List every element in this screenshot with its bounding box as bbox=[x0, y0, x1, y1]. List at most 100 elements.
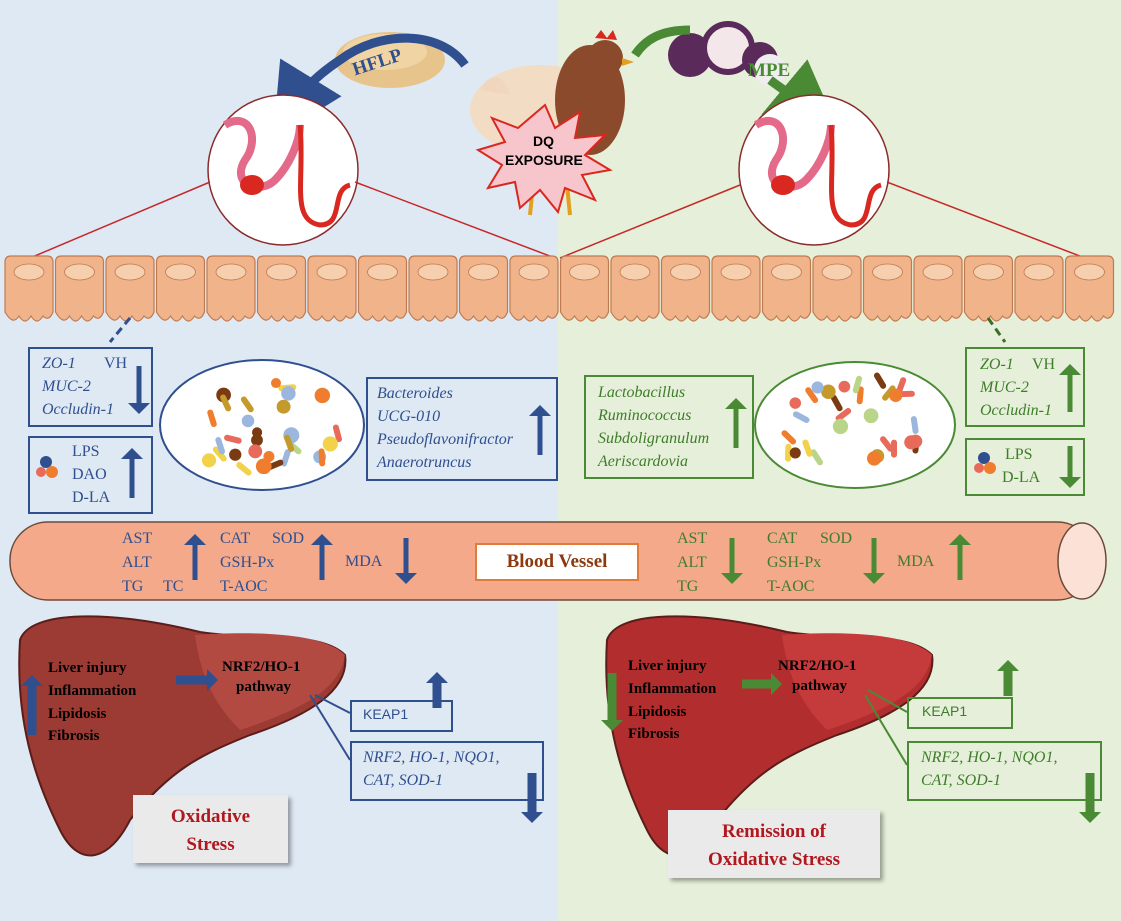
microbe-cell bbox=[252, 427, 263, 438]
microbe-cell bbox=[281, 386, 296, 401]
left-bacteria-3: Anaerotruncus bbox=[377, 454, 472, 471]
left-genes-2: CAT, SOD-1 bbox=[363, 772, 443, 789]
right-barrier-up-arrow bbox=[1059, 364, 1081, 412]
mpe-label: MPE bbox=[748, 60, 791, 81]
left-effect-3: Fibrosis bbox=[48, 728, 100, 744]
microbe-rod bbox=[830, 394, 843, 412]
right-mda: MDA bbox=[897, 553, 935, 570]
left-sod: SOD bbox=[272, 530, 305, 547]
microbe-cell bbox=[908, 434, 923, 448]
left-bacteria-2: Pseudoflavonifractor bbox=[377, 431, 513, 448]
epithelial-cell bbox=[913, 255, 963, 322]
left-keap1-box bbox=[350, 700, 453, 732]
microbe-rod bbox=[280, 449, 291, 467]
left-pathway-2: pathway bbox=[236, 679, 292, 695]
left-muc2: MUC-2 bbox=[42, 378, 91, 395]
epithelial-cell bbox=[812, 255, 862, 322]
right-pathway-1: NRF2/HO-1 bbox=[778, 658, 857, 674]
blood-vessel-label: Blood Vessel bbox=[475, 543, 639, 581]
right-effect-2: Lipidosis bbox=[628, 704, 687, 720]
right-keap1: KEAP1 bbox=[922, 703, 968, 719]
left-mda: MDA bbox=[345, 553, 383, 570]
left-dla: D-LA bbox=[72, 489, 111, 506]
left-bacteria-box bbox=[366, 377, 558, 481]
right-muc2: MUC-2 bbox=[980, 379, 1029, 396]
epithelial-cell bbox=[307, 255, 357, 322]
right-genes-1: NRF2, HO-1, NQO1, bbox=[921, 749, 1058, 766]
right-genes-2: CAT, SOD-1 bbox=[921, 772, 1001, 789]
microbe-rod bbox=[810, 449, 824, 466]
microbe-rod bbox=[224, 434, 242, 444]
right-effect-3: Fibrosis bbox=[628, 726, 680, 742]
microbe-rod bbox=[802, 439, 813, 457]
left-genes-box bbox=[350, 741, 544, 801]
right-effect-1: Inflammation bbox=[628, 681, 717, 697]
right-bacteria-box bbox=[584, 375, 754, 479]
epithelial-cell-layer bbox=[4, 255, 1115, 322]
microbe-rod bbox=[835, 408, 852, 422]
right-bacteria-icon bbox=[974, 452, 996, 474]
epithelial-cell bbox=[105, 255, 155, 322]
left-barrier-box bbox=[28, 347, 153, 427]
right-bacteria-0: Lactobacillus bbox=[598, 384, 686, 401]
right-pathway-2: pathway bbox=[792, 678, 848, 694]
microbe-rod bbox=[880, 436, 894, 452]
left-alt: ALT bbox=[122, 554, 152, 571]
microbe-rod bbox=[240, 396, 254, 413]
microbe-rod bbox=[332, 424, 342, 443]
right-taoc: T-AOC bbox=[767, 578, 815, 595]
left-cat: CAT bbox=[220, 530, 251, 547]
epithelial-cell bbox=[155, 255, 206, 322]
right-keap1-box bbox=[907, 697, 1013, 729]
microbe-cell bbox=[811, 381, 824, 394]
epithelial-cell bbox=[761, 255, 812, 322]
left-zo1: ZO-1 bbox=[42, 355, 76, 372]
right-genes-box bbox=[907, 741, 1102, 801]
microbe-cell bbox=[863, 408, 879, 424]
epithelial-cell bbox=[1014, 255, 1064, 322]
microbe-rod bbox=[236, 461, 252, 476]
right-microbiota-ellipse bbox=[754, 361, 956, 489]
left-tg: TG bbox=[122, 578, 144, 595]
epithelial-cell bbox=[711, 255, 761, 322]
microbe-rod bbox=[220, 394, 232, 412]
right-effect-0: Liver injury bbox=[628, 658, 707, 674]
microbe-cell bbox=[821, 384, 836, 399]
epithelial-cell bbox=[610, 255, 660, 322]
microbe-cell bbox=[314, 387, 331, 404]
right-mda-up-arrow bbox=[949, 534, 971, 580]
right-result-label: Remission of Oxidative Stress bbox=[668, 810, 880, 878]
left-dao: DAO bbox=[72, 466, 107, 483]
left-liver-enzymes-up-arrow bbox=[184, 534, 206, 580]
microbe-cell bbox=[229, 448, 242, 461]
microbe-cell bbox=[248, 444, 263, 459]
right-keap1-up-arrow bbox=[997, 660, 1019, 696]
left-pathway-right-arrow bbox=[176, 669, 218, 691]
mpe-curve-arrow-top bbox=[631, 25, 691, 58]
left-genes-down-arrow bbox=[521, 773, 543, 823]
right-genes-down-arrow bbox=[1079, 773, 1101, 823]
microbe-rod bbox=[805, 387, 819, 404]
left-liver-injury-up-arrow bbox=[21, 675, 43, 735]
left-bacteria-icon bbox=[36, 456, 58, 478]
microbe-cell bbox=[838, 380, 851, 393]
left-vh: VH bbox=[104, 355, 128, 372]
microbe-rod bbox=[910, 416, 919, 434]
right-ast: AST bbox=[677, 530, 708, 547]
epithelial-cell bbox=[509, 255, 559, 322]
microbe-cell bbox=[276, 399, 291, 414]
microbe-rod bbox=[784, 443, 792, 462]
epithelial-cell bbox=[559, 255, 610, 322]
right-occludin1: Occludin-1 bbox=[980, 402, 1052, 419]
right-bacteria-up-arrow bbox=[725, 398, 747, 448]
microbe-rod bbox=[781, 430, 797, 445]
left-lps: LPS bbox=[72, 443, 100, 460]
left-bacteria-up-arrow bbox=[529, 405, 551, 455]
left-gshpx: GSH-Px bbox=[220, 554, 275, 571]
left-effect-2: Lipidosis bbox=[48, 706, 107, 722]
left-taoc: T-AOC bbox=[220, 578, 268, 595]
microbe-rod bbox=[792, 411, 810, 423]
left-serum-box bbox=[28, 436, 153, 514]
left-occludin1: Occludin-1 bbox=[42, 401, 114, 418]
microbe-cell bbox=[832, 418, 849, 435]
